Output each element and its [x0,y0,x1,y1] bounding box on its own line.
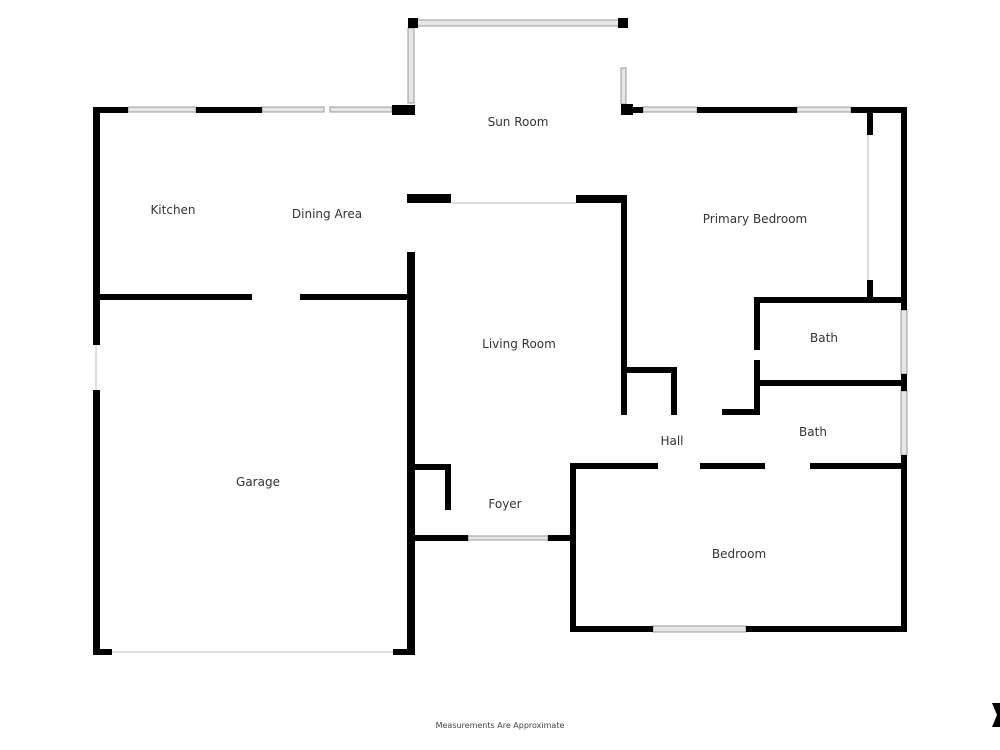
wall-segment [867,113,873,135]
wall-segment [300,294,415,300]
wall-segment [757,380,907,386]
wall-segment [810,463,907,469]
wall-segment [196,107,262,113]
window [642,106,698,113]
label-hall: Hall [660,434,683,448]
wall-segment [576,195,627,203]
wall-segment [93,107,128,113]
wall-segment [393,649,415,655]
label-kitchen: Kitchen [150,203,195,217]
wall-segment [621,104,633,115]
wall-segment [415,535,468,541]
window [620,67,627,105]
logo-mark-icon [992,703,1000,727]
wall-segment [754,297,907,303]
label-bath-2: Bath [799,425,827,439]
wall-segment [697,107,797,113]
wall-segment [407,194,451,203]
wall-segment [570,626,653,632]
label-living-room: Living Room [482,337,556,351]
wall-segment [570,463,576,632]
wall-segment [851,107,907,113]
wall-segment [392,105,415,115]
opening-lines [95,135,869,653]
window [329,106,393,113]
wall-segment [754,360,760,415]
wall-segment [570,463,658,469]
label-dining-area: Dining Area [292,207,362,221]
wall-segment [93,649,112,655]
footer-note: Measurements Are Approximate [436,721,565,730]
window [467,535,549,541]
label-primary-bedroom: Primary Bedroom [703,212,807,226]
wall-segment [93,294,252,300]
wall-segment [746,626,907,632]
wall-segment [722,409,760,415]
wall-segment [901,455,907,632]
wall-segment [754,297,760,350]
wall-segment [93,107,100,345]
wall-segment [901,107,907,310]
label-sun-room: Sun Room [488,115,549,129]
wall-segment [415,464,451,470]
walls [93,18,907,655]
label-bedroom: Bedroom [712,547,766,561]
label-garage: Garage [236,475,280,489]
window [900,309,908,375]
wall-segment [548,535,576,541]
window [407,27,415,104]
wall-segment [671,367,677,415]
wall-segment [627,367,675,373]
window [261,106,325,113]
window [415,19,621,27]
label-bath-1: Bath [810,331,838,345]
wall-segment [445,464,451,510]
wall-segment [867,280,873,300]
window [900,390,908,456]
wall-segment [633,107,643,113]
wall-segment [93,390,100,655]
wall-segment [408,18,418,28]
window [796,106,852,113]
window [652,625,747,633]
wall-segment [407,252,415,655]
wall-segment [621,195,627,415]
wall-segment [700,463,765,469]
label-foyer: Foyer [488,497,521,511]
window [127,106,197,113]
wall-segment [618,18,628,28]
